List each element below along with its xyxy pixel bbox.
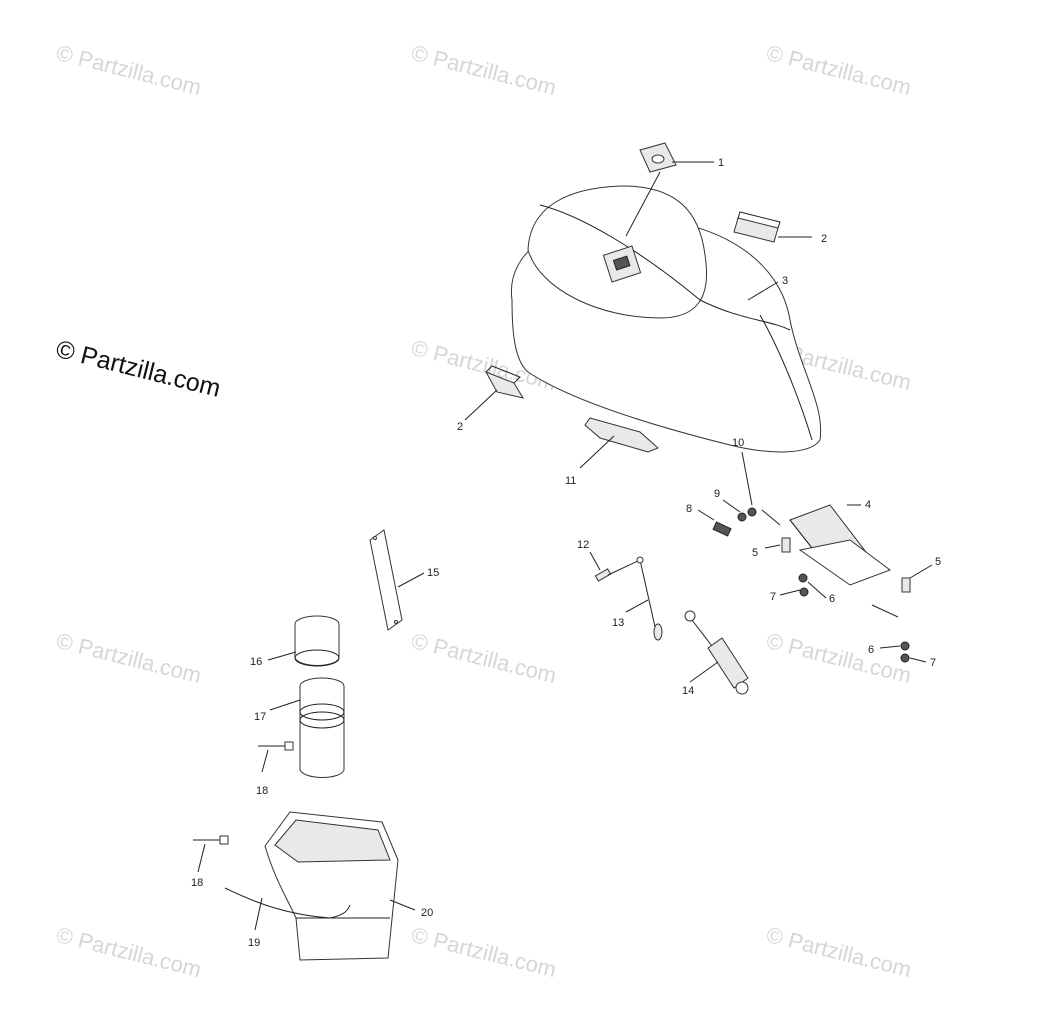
washer-part-9 [737, 512, 747, 522]
callout-7-left: 7 [770, 591, 776, 603]
callout-7-right: 7 [930, 657, 936, 669]
callout-5-left: 5 [752, 547, 758, 559]
nut-part-7a [799, 587, 809, 597]
callout-18-top: 18 [256, 785, 268, 797]
gas-strut-part [684, 610, 749, 695]
callout-5-right: 5 [935, 556, 941, 568]
callout-2-left: 2 [457, 421, 463, 433]
bracket-part [789, 504, 892, 586]
pin-part-2 [871, 604, 899, 618]
callout-12: 12 [577, 539, 589, 551]
hood-cover-part [510, 185, 822, 453]
callout-8: 8 [686, 503, 692, 515]
callout-13: 13 [612, 617, 624, 629]
pin-part [761, 509, 781, 526]
plate-hole [651, 154, 665, 164]
callout-18-bottom: 18 [191, 877, 203, 889]
washer-part-6b [900, 641, 910, 651]
callout-6-right: 6 [868, 644, 874, 656]
hinge-pad-part [584, 417, 659, 453]
clip-part-12 [594, 568, 612, 582]
bolt-part-5a [781, 537, 791, 553]
callout-4: 4 [865, 499, 871, 511]
callout-20: 20 [421, 907, 433, 919]
callout-1: 1 [718, 157, 724, 169]
callout-9: 9 [714, 488, 720, 500]
rivet-part-b [193, 835, 229, 845]
pad-part-left [484, 365, 525, 399]
bolt-part-5b [901, 577, 911, 593]
gasket-part [369, 529, 403, 631]
nut-part-10 [747, 507, 757, 517]
callout-15: 15 [427, 567, 439, 579]
callout-2-right: 2 [821, 233, 827, 245]
tube-part [299, 677, 345, 778]
bolt-part-8 [712, 521, 732, 537]
pad-part-right [733, 211, 781, 243]
callout-6-left: 6 [829, 593, 835, 605]
filter-cap-part [294, 615, 340, 667]
callout-11: 11 [565, 475, 576, 487]
leader-lines [197, 161, 933, 931]
washer-part-6a [798, 573, 808, 583]
callout-16: 16 [250, 656, 262, 668]
callout-10: 10 [732, 437, 744, 449]
callout-3: 3 [782, 275, 788, 287]
callout-17: 17 [254, 711, 266, 723]
seal-strip-part [224, 887, 351, 919]
rivet-part-a [258, 741, 294, 751]
callout-19: 19 [248, 937, 260, 949]
callout-14: 14 [682, 685, 694, 697]
storage-bin-part [264, 811, 399, 961]
nut-part-7b [900, 653, 910, 663]
